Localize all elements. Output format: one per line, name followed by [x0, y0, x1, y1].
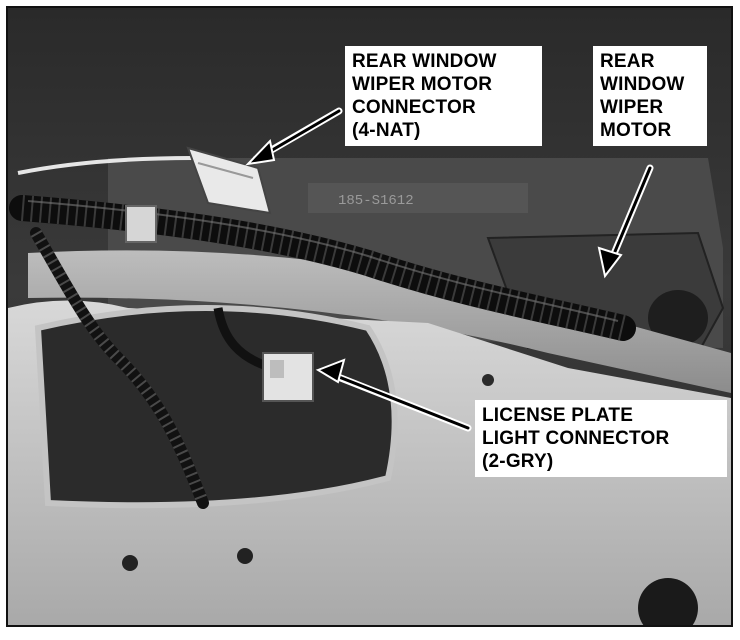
motor-shaft-cover [648, 290, 708, 346]
arrow-wiper-connector [260, 109, 341, 158]
callout-line: WIPER [600, 97, 664, 118]
panel-hole-1 [122, 555, 138, 571]
left-wire [30, 227, 209, 509]
connector-wire [17, 156, 194, 175]
arrowhead-wiper-connector [245, 138, 276, 166]
panel-hole-2 [237, 548, 253, 564]
callout-line: CONNECTOR [352, 97, 476, 118]
part-marking: 185-S1612 [338, 193, 414, 209]
photo: 185-S1612 [6, 6, 733, 627]
callout-line: (4-NAT) [352, 120, 421, 141]
wiper-motor-connector [186, 146, 272, 215]
callout-wiper-motor: REAR WINDOW WIPER MOTOR [593, 46, 707, 146]
callout-license-plate-light-connector: LICENSE PLATE LIGHT CONNECTOR (2-GRY) [475, 400, 727, 477]
corner-opening [638, 578, 698, 625]
callout-line: REAR [600, 51, 655, 72]
callout-line: LICENSE PLATE [482, 405, 634, 426]
connector-latch [270, 360, 284, 378]
part-marking-plate [308, 183, 528, 213]
arrow-license [332, 373, 470, 430]
callout-line: WINDOW [600, 74, 685, 95]
panel-hole-3 [482, 374, 494, 386]
arrow-wiper-motor [609, 166, 652, 263]
callout-line: REAR WINDOW [352, 51, 497, 72]
harness-clip [125, 205, 157, 243]
arrowhead-license [315, 358, 346, 384]
callout-line: LIGHT CONNECTOR [482, 428, 670, 449]
callout-line: (2-GRY) [482, 451, 554, 472]
arrowhead-wiper-motor [597, 246, 623, 279]
callout-line: WIPER MOTOR [352, 74, 493, 95]
callout-line: MOTOR [600, 120, 672, 141]
callout-wiper-motor-connector: REAR WINDOW WIPER MOTOR CONNECTOR (4-NAT… [345, 46, 542, 146]
connector-detail [197, 162, 254, 179]
panel-cavity [38, 308, 395, 506]
metal-frame-bar [28, 250, 731, 393]
